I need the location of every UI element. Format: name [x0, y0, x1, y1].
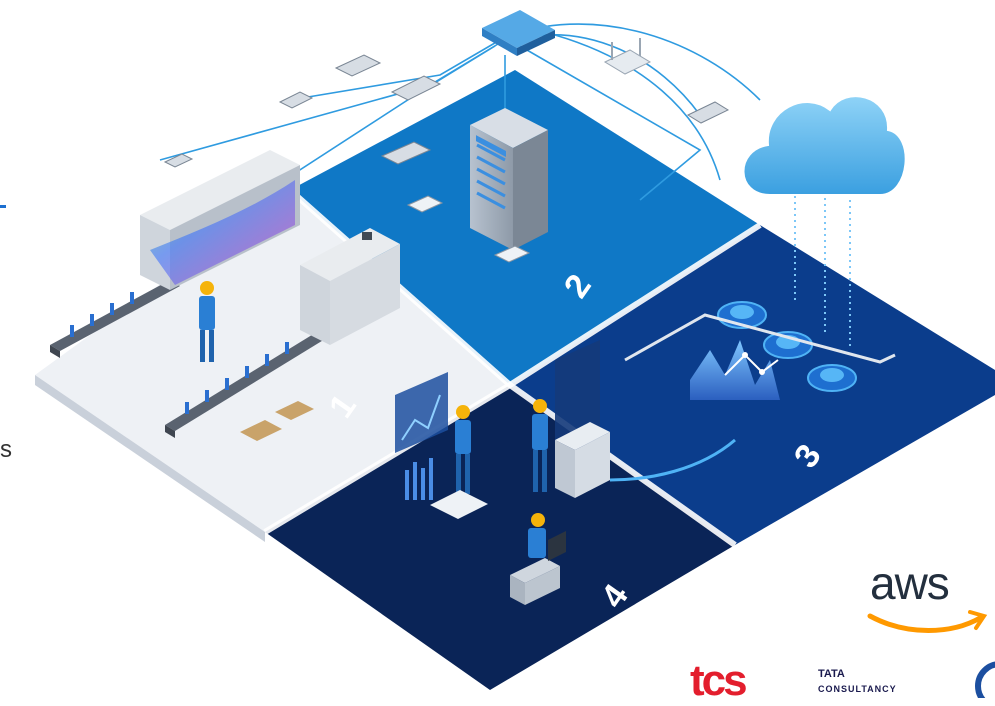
zone3-to-zone4-cable	[609, 438, 736, 482]
left-edge-text-fragment: s	[0, 436, 12, 463]
control-console-icon	[555, 422, 610, 498]
sensor-icon	[406, 195, 531, 263]
aws-smile-icon	[867, 610, 988, 633]
zone3-frame-line	[624, 313, 896, 364]
tcs-logo: tcs TATA CONSULTANCY	[690, 650, 995, 705]
worker-zone4-c	[528, 513, 546, 558]
cloud-icon	[742, 95, 907, 196]
tcs-tata-text: TATA	[818, 668, 845, 680]
bottling-machine-icon	[140, 150, 400, 345]
analytics-pedestal	[405, 458, 488, 519]
wifi-router-icon	[603, 38, 652, 75]
network-switch-icon	[163, 54, 730, 168]
conveyor-belt-icon	[50, 280, 330, 438]
tcs-logo-text: tcs	[690, 656, 748, 705]
router-icon	[482, 10, 555, 56]
worker-zone4-a	[455, 405, 471, 494]
tcs-consultancy-text: CONSULTANCY	[818, 684, 897, 694]
left-edge-dash	[0, 205, 6, 208]
server-rack-icon	[470, 108, 548, 250]
worker-zone1	[199, 281, 215, 362]
worker-icon	[199, 281, 548, 558]
laptop-icon	[510, 531, 566, 605]
aws-logo-text: aws	[870, 557, 950, 609]
floor-zone-4	[265, 385, 735, 690]
network-cables	[159, 23, 761, 213]
dashed-data-links	[794, 160, 851, 350]
worker-zone4-b	[532, 399, 548, 492]
partner-logo-icon	[975, 661, 995, 698]
aws-logo: aws	[862, 556, 995, 646]
bottle-crates	[240, 401, 314, 441]
analytics-chart-icon	[690, 340, 780, 400]
